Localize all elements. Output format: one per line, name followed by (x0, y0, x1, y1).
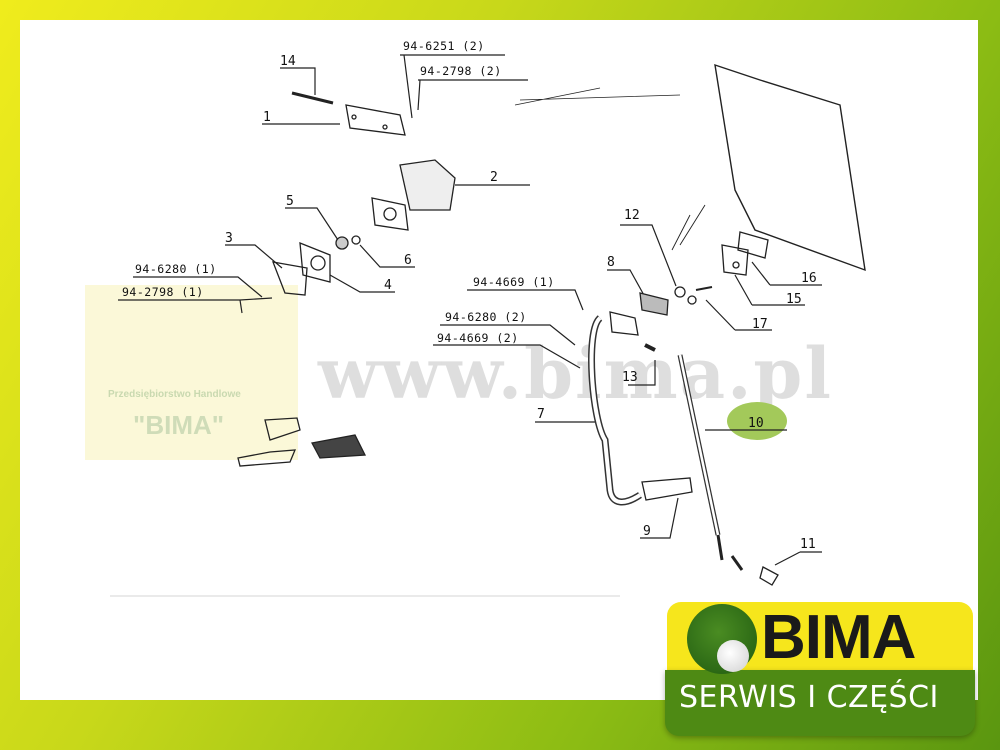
ref-94-2798-2: 94-2798 (2) (420, 64, 502, 78)
window-glass (714, 63, 866, 272)
part-label-10: 10 (748, 416, 764, 431)
part-label-9: 9 (643, 524, 651, 539)
part-label-17: 17 (752, 317, 768, 332)
url-watermark: www.bima.pl (318, 332, 833, 415)
ref-94-4669-1: 94-4669 (1) (473, 275, 555, 289)
logo-name: BIMA (761, 603, 916, 672)
logo-tagline: SERWIS I CZĘŚCI (679, 680, 939, 715)
part-label-12: 12 (624, 208, 640, 223)
part-label-4: 4 (384, 278, 392, 293)
part-label-6: 6 (404, 253, 412, 268)
stamp-watermark (85, 285, 298, 460)
part-label-14: 14 (280, 54, 296, 69)
ref-94-2798-1: 94-2798 (1) (122, 285, 204, 299)
part-label-16: 16 (801, 271, 817, 286)
part-label-3: 3 (225, 231, 233, 246)
stamp-line1: Przedsiębiorstwo Handlowe (108, 389, 241, 400)
ref-94-6251: 94-6251 (2) (403, 39, 485, 53)
part-label-7: 7 (537, 407, 545, 422)
part-label-13: 13 (622, 370, 638, 385)
ref-94-6280-2: 94-6280 (2) (445, 310, 527, 324)
part-shapes (237, 91, 779, 586)
bima-logo: BIMA SERWIS I CZĘŚCI (665, 598, 975, 738)
leader-lines (110, 54, 822, 597)
part-label-15: 15 (786, 292, 802, 307)
part-label-2: 2 (490, 170, 498, 185)
ref-94-4669-2: 94-4669 (2) (437, 331, 519, 345)
part-label-5: 5 (286, 194, 294, 209)
part-label-1: 1 (263, 110, 271, 125)
highlight-ellipse (727, 402, 787, 440)
ref-94-6280-1: 94-6280 (1) (135, 262, 217, 276)
part-label-11: 11 (800, 537, 816, 552)
stamp-line2: "BIMA" (133, 410, 225, 440)
part-label-8: 8 (607, 255, 615, 270)
